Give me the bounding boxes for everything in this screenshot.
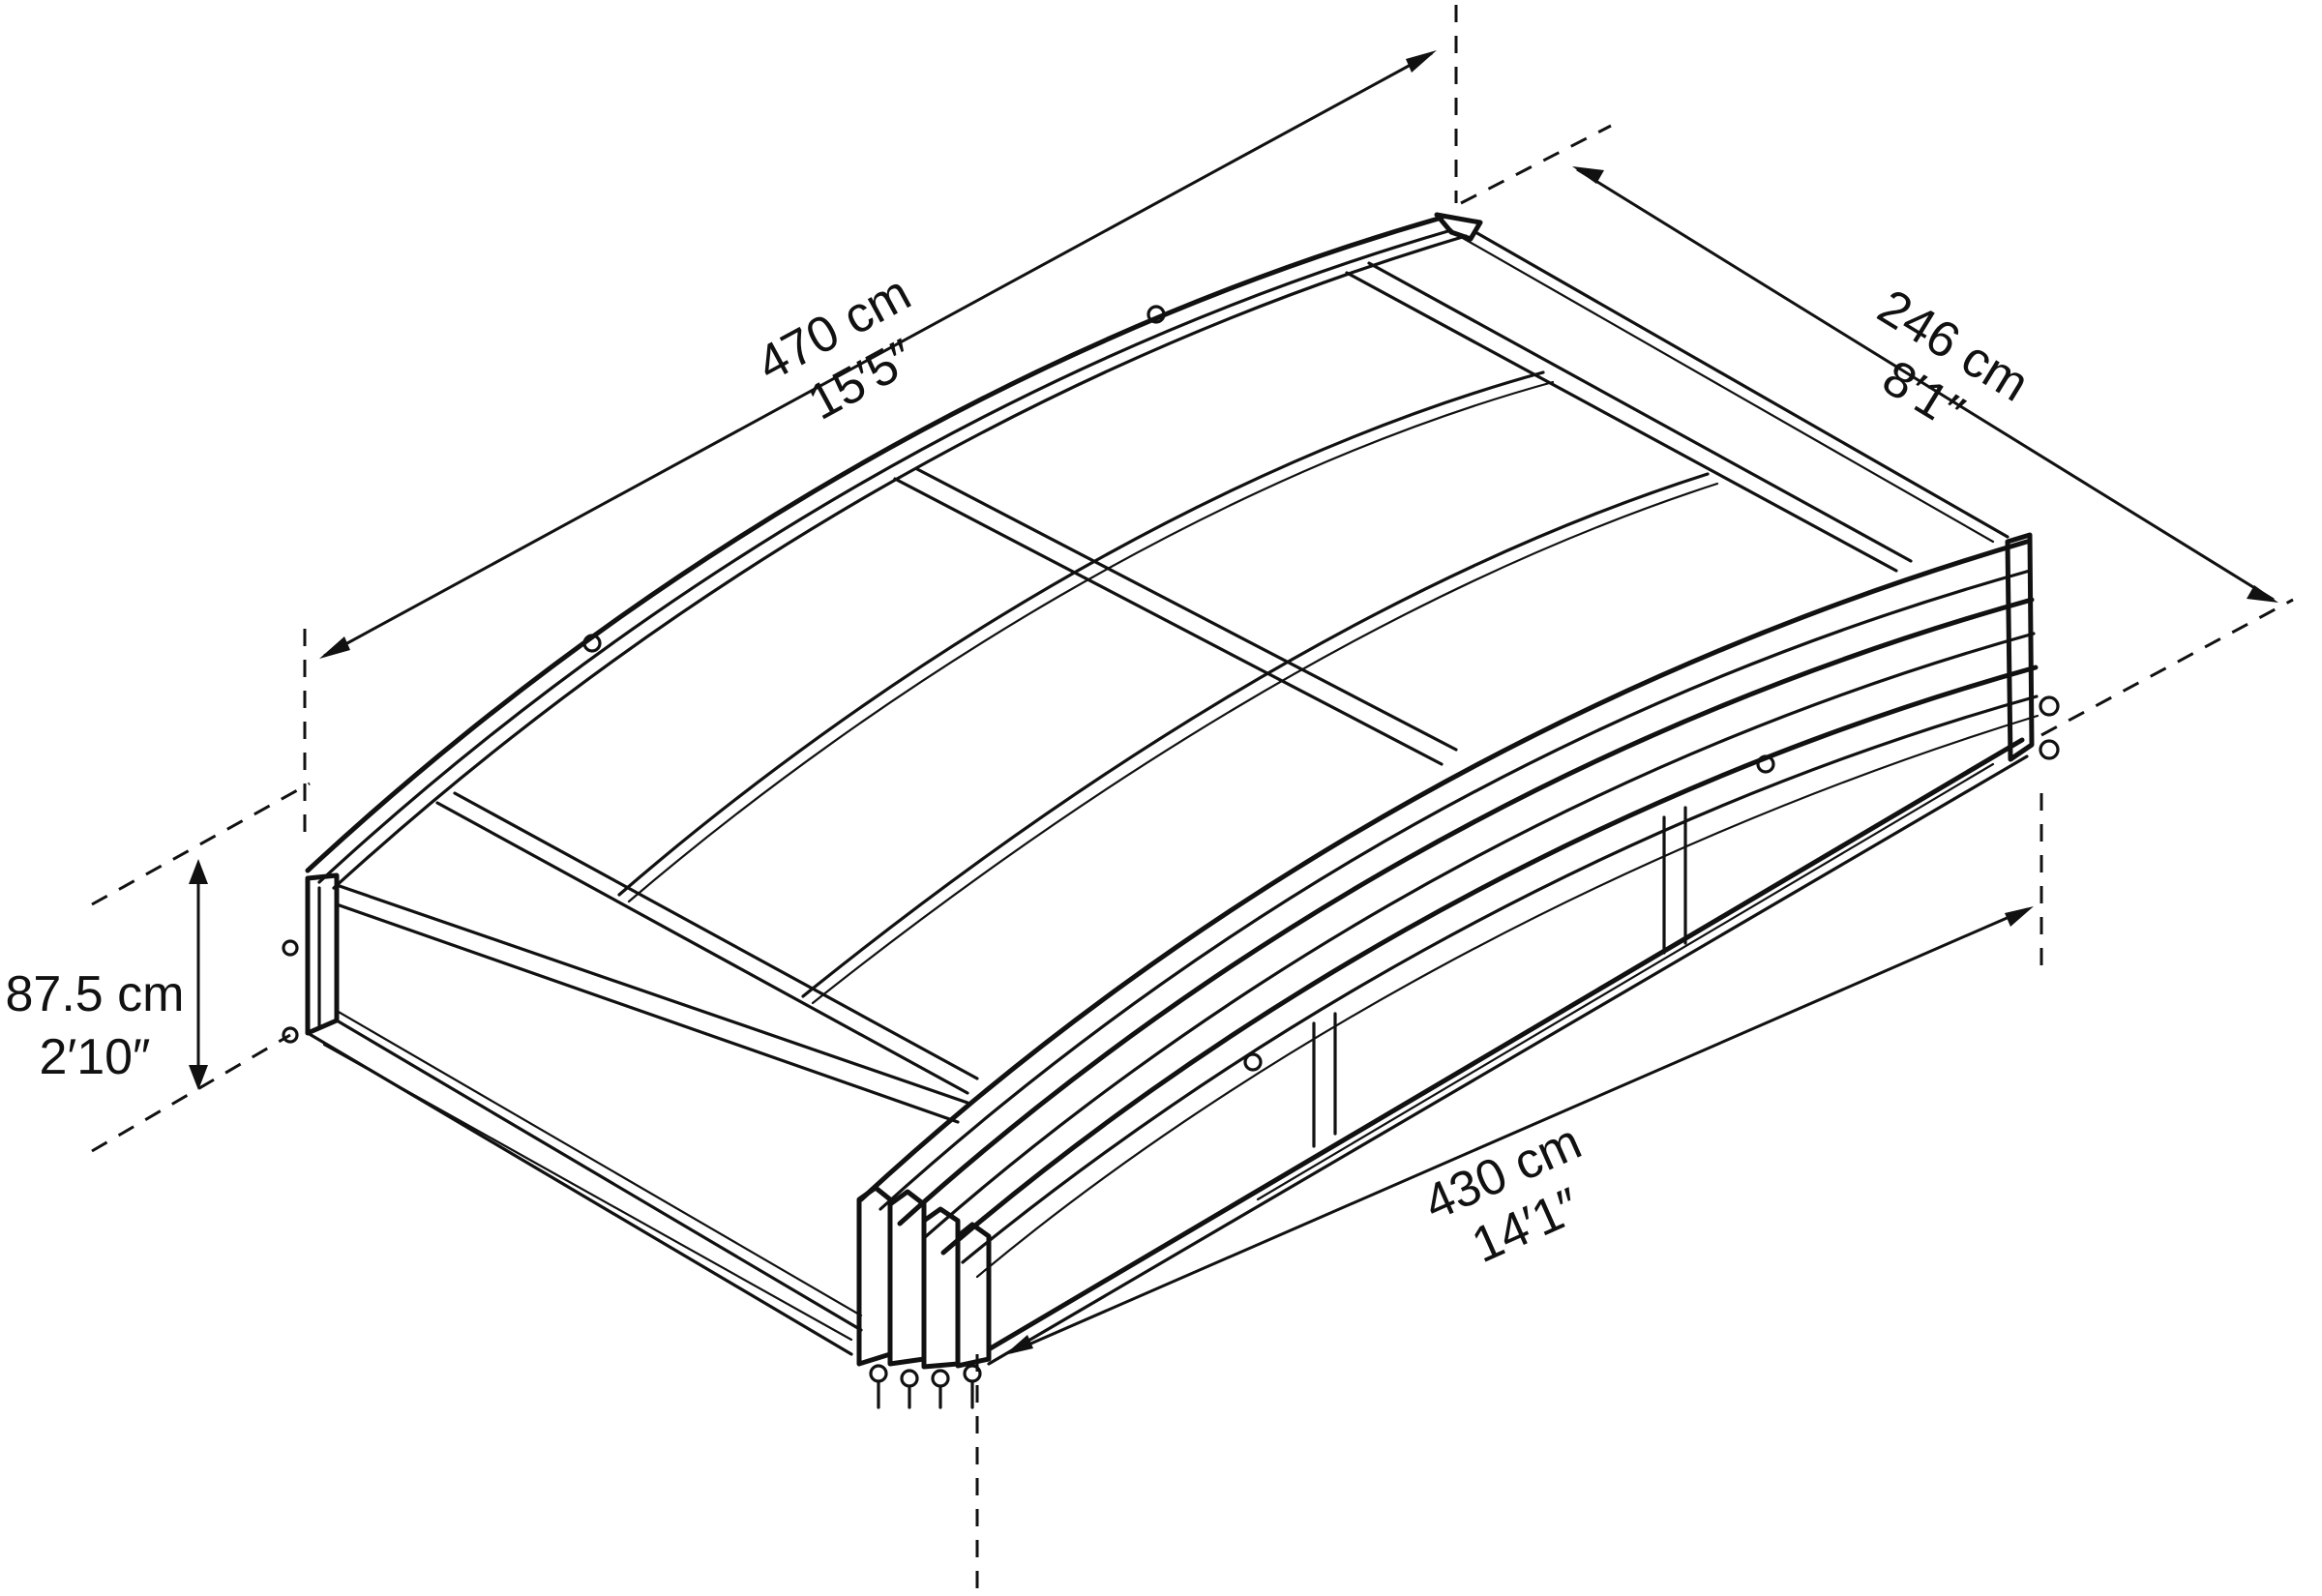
top-arch: [305, 212, 1483, 890]
arrowhead: [2005, 906, 2034, 927]
arrowhead: [1572, 166, 1604, 184]
arrowhead: [1406, 50, 1437, 73]
dimension-line-length-base: [1010, 907, 2028, 1354]
left-end-wall: [282, 872, 969, 1356]
telescopic-segments: [858, 532, 2060, 1279]
arrowhead: [189, 859, 208, 884]
base-rail: [986, 737, 2029, 1366]
height-imperial-label: 2′10″: [40, 1029, 151, 1085]
extension-lines: [91, 5, 2294, 1591]
dimension-line-length-top: [323, 51, 1433, 658]
dimension-labels: 470 cm 15′5″ 246 cm 8′1″ 87.5 cm 2′10″ 4…: [6, 265, 2039, 1274]
enclosure-illustration: [282, 212, 2060, 1409]
height-metric-label: 87.5 cm: [6, 966, 185, 1022]
dimension-line-width: [1576, 167, 2275, 602]
roof-panels: [335, 230, 2009, 1095]
arrowhead: [2247, 585, 2278, 603]
arrowhead: [319, 636, 350, 659]
arrowhead: [189, 1065, 208, 1090]
front-end-profiles: [856, 1185, 992, 1409]
